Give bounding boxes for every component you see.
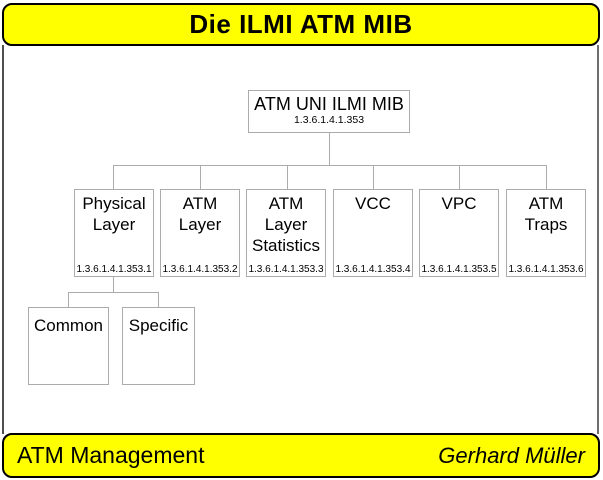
node-label: VPC (441, 194, 477, 213)
node-vpc: VPC 1.3.6.1.4.1.353.5 (419, 189, 499, 277)
connector-root-stem (329, 133, 330, 165)
node-physical-layer: Physical Layer 1.3.6.1.4.1.353.1 (74, 189, 154, 277)
node-common: Common (28, 307, 109, 385)
footer-topic-label: ATM Management (17, 442, 205, 468)
connector-stub-physical-layer (113, 165, 114, 189)
node-label: Specific (128, 316, 189, 335)
node-label: VCC (355, 194, 391, 213)
node-label: ATM Layer (178, 194, 222, 234)
node-oid: 1.3.6.1.4.1.353.4 (335, 264, 411, 275)
connector-stub-vcc (373, 165, 374, 189)
node-atm-layer-statistics: ATM Layer Statistics 1.3.6.1.4.1.353.3 (246, 189, 326, 277)
node-label: ATM Layer Statistics (251, 194, 321, 255)
slide-title: Die ILMI ATM MIB (189, 9, 413, 39)
node-label: ATM UNI ILMI MIB (254, 94, 404, 114)
connector-stub-atm-layer (200, 165, 201, 189)
connector-sub-bus (68, 292, 159, 293)
node-oid: 1.3.6.1.4.1.353.5 (421, 264, 497, 275)
node-label: Common (34, 316, 103, 335)
node-atm-traps: ATM Traps 1.3.6.1.4.1.353.6 (506, 189, 586, 277)
node-specific: Specific (122, 307, 195, 385)
node-label: Physical Layer (82, 194, 146, 234)
node-vcc: VCC 1.3.6.1.4.1.353.4 (333, 189, 413, 277)
slide-footer-bar: ATM Management Gerhard Müller (2, 433, 600, 478)
slide-frame-left-edge (2, 45, 4, 434)
node-atm-uni-ilmi-mib: ATM UNI ILMI MIB 1.3.6.1.4.1.353 (248, 90, 410, 133)
node-label: ATM Traps (524, 194, 568, 234)
slide-frame-right-edge (597, 45, 599, 434)
connector-stub-vpc (459, 165, 460, 189)
node-atm-layer: ATM Layer 1.3.6.1.4.1.353.2 (160, 189, 240, 277)
connector-stub-specific (158, 292, 159, 307)
node-oid: 1.3.6.1.4.1.353.2 (162, 264, 238, 275)
node-oid: 1.3.6.1.4.1.353 (293, 114, 365, 126)
footer-author: Gerhard Müller (438, 442, 585, 468)
slide-title-bar: Die ILMI ATM MIB (2, 3, 600, 46)
connector-stub-atm-layer-statistics (287, 165, 288, 189)
connector-stub-common (68, 292, 69, 307)
connector-physical-layer-stem (113, 277, 114, 292)
node-oid: 1.3.6.1.4.1.353.6 (508, 264, 584, 275)
node-oid: 1.3.6.1.4.1.353.3 (248, 264, 324, 275)
connector-stub-atm-traps (546, 165, 547, 189)
node-oid: 1.3.6.1.4.1.353.1 (76, 264, 152, 275)
connector-children-bus (113, 165, 547, 166)
